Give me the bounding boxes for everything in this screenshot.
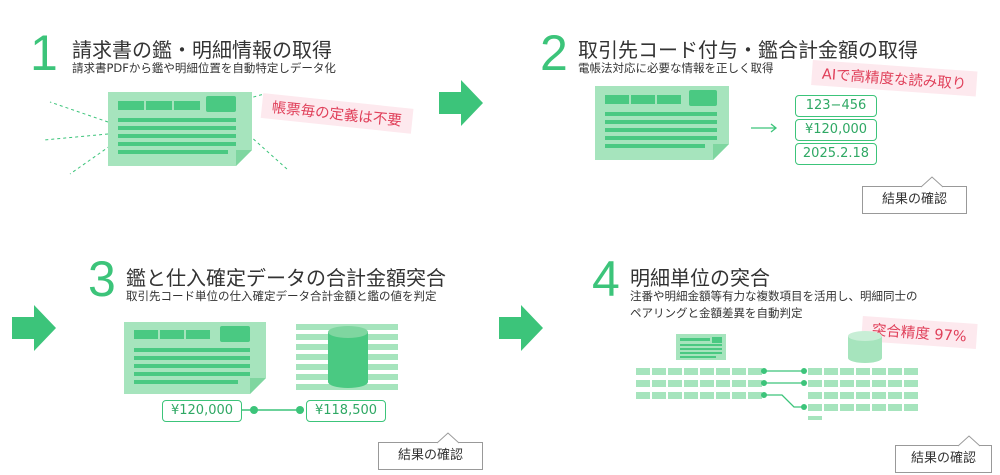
step-1-invoice-illustration — [43, 92, 289, 175]
extracted-amount: ¥120,000 — [795, 119, 877, 141]
step-3-result-label: 結果の確認 — [397, 448, 463, 463]
arrow-right-icon — [499, 305, 543, 351]
step-3-comparison-illustration — [124, 322, 398, 414]
step-4-title: 明細単位の突合 — [630, 266, 770, 290]
step-4-subtitle-line-2: ペアリングと金額差異を自動判定 — [630, 306, 803, 320]
step-2-title: 取引先コード付与・鑑合計金額の取得 — [578, 38, 918, 62]
step-2-note: AIで高精度な読み取り — [811, 60, 978, 97]
purchase-total: ¥118,500 — [306, 400, 386, 422]
step-1-subtitle: 請求書PDFから鑑や明細位置を自動特定しデータ化 — [72, 61, 336, 75]
step-2-result-callout: 結果の確認 — [862, 176, 967, 214]
arrow-right-icon — [12, 305, 56, 351]
step-4-result-callout: 結果の確認 — [895, 435, 992, 473]
step-1-number: 1 — [30, 25, 58, 81]
extracted-date: 2025.2.18 — [795, 143, 877, 165]
step-4-subtitle-line-1: 注番や明細金額等有力な複数項目を活用し、明細同士の — [630, 289, 918, 303]
step-1-title: 請求書の鑑・明細情報の取得 — [72, 38, 332, 62]
step-2-subtitle: 電帳法対応に必要な情報を正しく取得 — [578, 61, 774, 75]
extracted-code: 123−456 — [795, 95, 877, 117]
arrow-right-icon — [439, 80, 483, 126]
step-4-result-label: 結果の確認 — [910, 451, 976, 466]
step-4-number: 4 — [592, 251, 620, 307]
step-4-matching-illustration — [636, 331, 918, 420]
step-3-subtitle: 取引先コード単位の仕入確定データ合計金額と鑑の値を判定 — [126, 289, 437, 303]
step-3-result-callout: 結果の確認 — [378, 432, 483, 470]
step-2-number: 2 — [540, 25, 568, 81]
step-3-number: 3 — [88, 251, 116, 307]
step-2-invoice-illustration — [595, 86, 778, 160]
step-3-title: 鑑と仕入確定データの合計金額突合 — [126, 266, 446, 290]
step-2-result-label: 結果の確認 — [881, 192, 947, 207]
invoice-total: ¥120,000 — [162, 400, 242, 422]
